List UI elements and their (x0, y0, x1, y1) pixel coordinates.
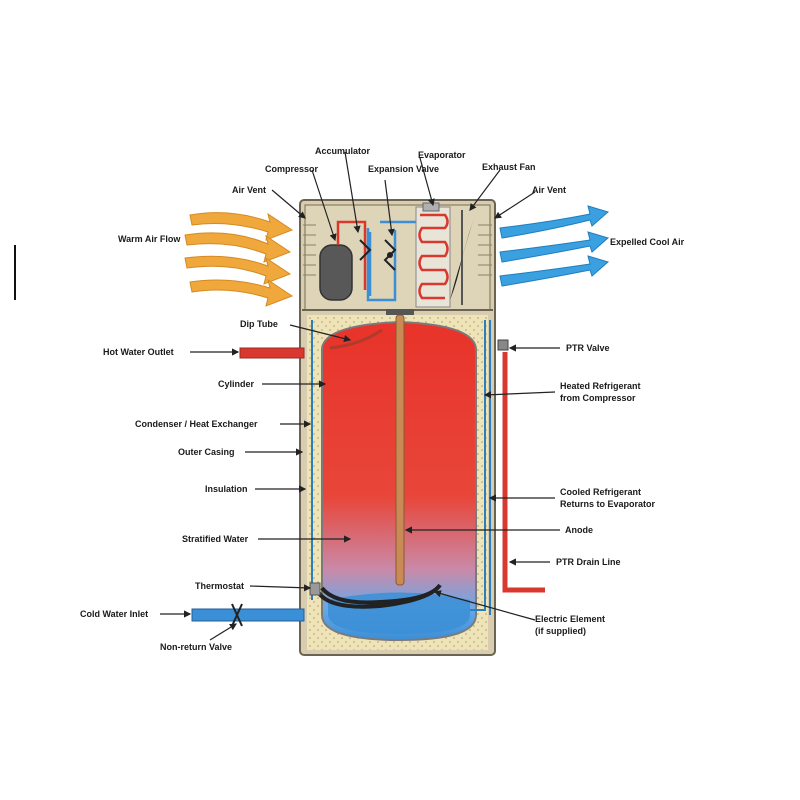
label-insulation: Insulation (205, 484, 248, 494)
label-electric-element-2: (if supplied) (535, 626, 586, 636)
label-heated-refrigerant-2: from Compressor (560, 393, 636, 403)
air-vent-left (303, 224, 316, 276)
ptr-drain-line (497, 339, 545, 593)
leader-lines (160, 151, 560, 641)
warm-air-flow-arrows (184, 212, 294, 307)
label-expansion-valve: Expansion Valve (368, 164, 439, 174)
cold-water-inlet-pipe (191, 603, 305, 627)
label-cooled-refrigerant: Cooled Refrigerant (560, 487, 641, 497)
label-thermostat: Thermostat (195, 581, 244, 591)
expansion-valve (359, 239, 397, 271)
label-exhaust-fan: Exhaust Fan (482, 162, 536, 172)
labels: Accumulator Evaporator Compressor Expans… (80, 146, 685, 652)
label-ptr-valve: PTR Valve (566, 343, 610, 353)
label-cold-water-inlet: Cold Water Inlet (80, 609, 148, 619)
label-warm-air-flow: Warm Air Flow (118, 234, 181, 244)
condenser-coil (311, 320, 491, 615)
label-outer-casing: Outer Casing (178, 447, 235, 457)
label-air-vent-left: Air Vent (232, 185, 266, 195)
hot-water-outlet-pipe (239, 347, 305, 359)
label-ptr-drain-line: PTR Drain Line (556, 557, 621, 567)
label-anode: Anode (565, 525, 593, 535)
label-stratified-water: Stratified Water (182, 534, 249, 544)
label-accumulator: Accumulator (315, 146, 371, 156)
label-compressor: Compressor (265, 164, 319, 174)
expelled-cool-air-arrows (499, 205, 610, 287)
thermostat (309, 582, 321, 596)
label-heated-refrigerant: Heated Refrigerant (560, 381, 641, 391)
label-air-vent-right: Air Vent (532, 185, 566, 195)
label-electric-element: Electric Element (535, 614, 605, 624)
compressor (319, 244, 353, 301)
label-non-return-valve: Non-return Valve (160, 642, 232, 652)
label-expelled-cool-air: Expelled Cool Air (610, 237, 685, 247)
anode (386, 309, 414, 586)
label-dip-tube: Dip Tube (240, 319, 278, 329)
dip-tube (329, 328, 383, 350)
air-vent-right (478, 224, 492, 276)
label-condenser: Condenser / Heat Exchanger (135, 419, 258, 429)
label-evaporator: Evaporator (418, 150, 466, 160)
label-cooled-refrigerant-2: Returns to Evaporator (560, 499, 656, 509)
electric-element (316, 583, 442, 609)
evaporator (415, 202, 451, 308)
exhaust-fan (450, 210, 476, 305)
label-hot-water-outlet: Hot Water Outlet (103, 347, 174, 357)
label-cylinder: Cylinder (218, 379, 255, 389)
